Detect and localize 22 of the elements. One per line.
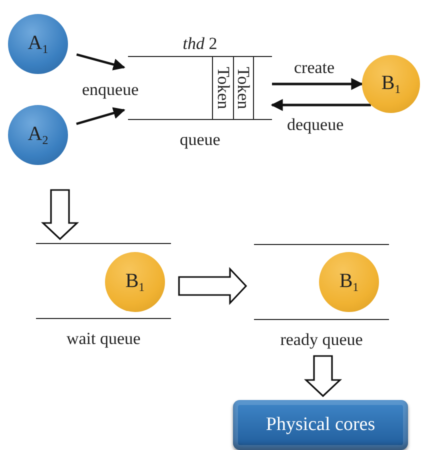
queue-title: thd 2 bbox=[182, 33, 218, 55]
queue-label: wait queue bbox=[66, 328, 141, 350]
queue-label: queue bbox=[180, 129, 220, 151]
circle-node: B$_{1}$ bbox=[319, 252, 379, 312]
queue-label: ready queue bbox=[280, 329, 363, 351]
edge-label: dequeue bbox=[285, 115, 346, 135]
queue bbox=[254, 244, 389, 352]
arrow bbox=[272, 78, 364, 90]
circle-node: A$_{1}$ bbox=[8, 14, 68, 74]
arrow bbox=[76, 53, 126, 70]
circle-node: B$_{1}$ bbox=[362, 55, 420, 113]
circle-node: B$_{1}$ bbox=[105, 252, 165, 312]
queue bbox=[36, 243, 171, 351]
token-slot: Token bbox=[233, 57, 254, 119]
token-slot: Token bbox=[212, 57, 233, 119]
hollow-arrow bbox=[304, 355, 342, 398]
arrow bbox=[270, 99, 371, 111]
hollow-arrow bbox=[40, 189, 80, 240]
hollow-arrow bbox=[178, 266, 248, 306]
circle-node: A$_{2}$ bbox=[8, 105, 68, 165]
cores-box: Physical cores bbox=[233, 400, 408, 450]
arrow bbox=[76, 107, 126, 125]
